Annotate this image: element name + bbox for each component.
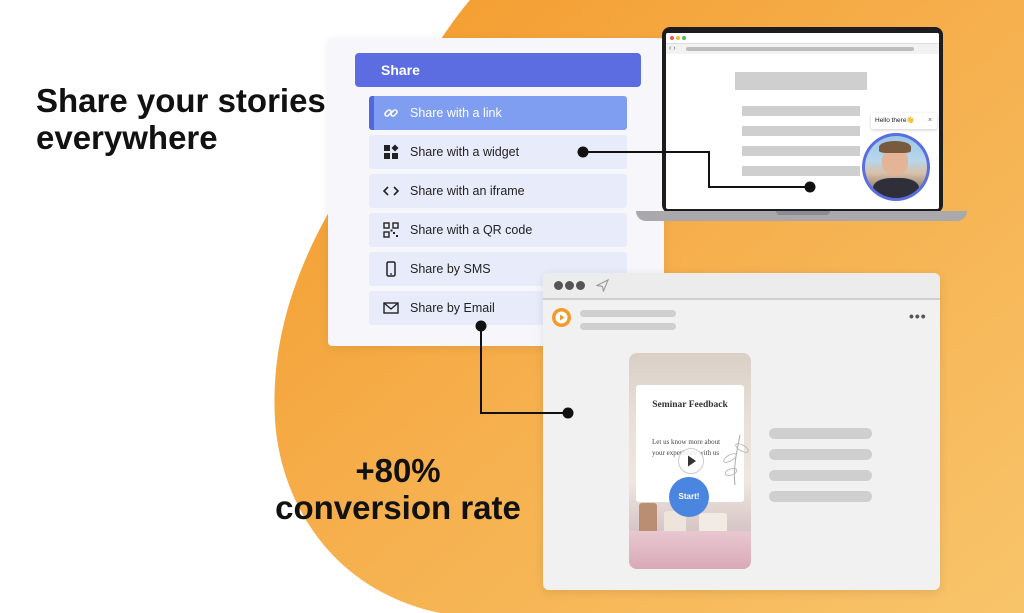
laptop-base: [636, 211, 967, 221]
browser-placeholder-line: [769, 491, 872, 502]
browser-placeholder-line: [769, 449, 872, 460]
play-button[interactable]: [678, 448, 704, 474]
share-header: Share: [355, 53, 641, 87]
browser-placeholder-line: [580, 323, 676, 330]
conversion-label: conversion rate: [275, 489, 521, 526]
browser-placeholder-line: [769, 428, 872, 439]
browser-placeholder-line: [769, 470, 872, 481]
code-icon: [383, 186, 399, 196]
play-icon: [688, 455, 696, 467]
headline: Share your stories everywhere: [36, 82, 326, 156]
laptop-placeholder-line: [742, 126, 860, 136]
browser-title-bar: [543, 273, 940, 300]
avatar-hair: [879, 141, 911, 153]
close-dot-icon: [670, 36, 674, 40]
laptop-placeholder-line: [742, 106, 860, 116]
maximize-dot-icon: [682, 36, 686, 40]
conversion-stat: +80% conversion rate: [268, 452, 528, 526]
laptop-tab-bar: [666, 33, 939, 44]
play-logo-icon: [555, 311, 568, 324]
share-item-label: Share with a link: [410, 106, 502, 120]
laptop-browser: ‹ › Hello there👋 ×: [666, 33, 939, 209]
share-with-qr-item[interactable]: Share with a QR code: [369, 213, 627, 247]
product-bottle: [639, 503, 657, 539]
share-item-label: Share with an iframe: [410, 184, 525, 198]
send-icon[interactable]: [596, 279, 609, 292]
minimize-dot-icon: [676, 36, 680, 40]
chat-bubble[interactable]: Hello there👋 ×: [871, 113, 937, 129]
share-item-label: Share by Email: [410, 301, 495, 315]
laptop-address-bar[interactable]: [686, 47, 914, 51]
avatar-shirt: [873, 178, 919, 198]
feedback-card-title: Seminar Feedback: [652, 400, 728, 410]
laptop-placeholder-title: [735, 72, 867, 90]
video-avatar-ring[interactable]: [862, 133, 930, 201]
laptop-notch: [776, 211, 830, 215]
share-item-label: Share with a QR code: [410, 223, 533, 237]
video-avatar: [865, 136, 927, 198]
nav-arrows-icon: ‹ ›: [669, 45, 676, 52]
more-options-icon[interactable]: •••: [909, 308, 927, 324]
browser-placeholder-line: [580, 310, 676, 317]
headline-line-2: everywhere: [36, 119, 218, 156]
widget-icon: [384, 144, 399, 159]
share-with-link-item[interactable]: Share with a link: [369, 96, 627, 130]
floral-decoration-icon: [723, 434, 749, 486]
qr-code-icon: [383, 222, 399, 238]
phone-icon: [386, 261, 396, 277]
chat-bubble-text: Hello there👋: [875, 117, 915, 124]
envelope-icon: [383, 302, 399, 314]
product-cloth: [629, 531, 751, 569]
laptop-placeholder-line: [742, 146, 860, 156]
conversion-value: +80%: [355, 452, 441, 489]
share-with-iframe-item[interactable]: Share with an iframe: [369, 174, 627, 208]
window-dot-icon[interactable]: [565, 281, 574, 290]
share-item-label: Share by SMS: [410, 262, 491, 276]
start-button[interactable]: Start!: [669, 477, 709, 517]
laptop-placeholder-line: [742, 166, 860, 176]
share-item-label: Share with a widget: [410, 145, 520, 159]
channel-logo: [552, 308, 571, 327]
close-icon[interactable]: ×: [928, 117, 933, 124]
window-dot-icon[interactable]: [576, 281, 585, 290]
laptop-address-row: ‹ ›: [666, 44, 939, 54]
window-dot-icon[interactable]: [554, 281, 563, 290]
headline-line-1: Share your stories: [36, 82, 326, 119]
link-icon: [384, 109, 398, 117]
